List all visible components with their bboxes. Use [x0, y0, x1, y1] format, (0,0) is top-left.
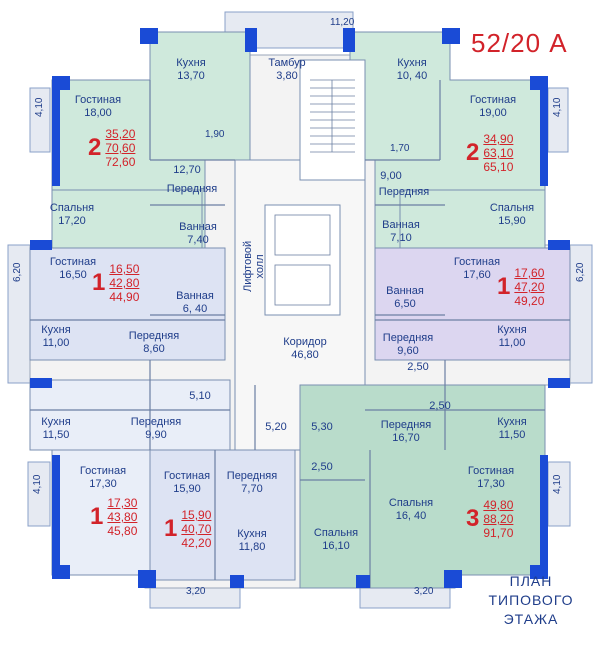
- lift-core: [264, 204, 341, 316]
- plan-title: ПЛАН ТИПОВОГО ЭТАЖА: [476, 572, 586, 629]
- lift-hall-line: Лифтовой: [242, 240, 254, 292]
- exterior-walls: [30, 28, 570, 588]
- plan-title-line: ПЛАН: [509, 573, 553, 589]
- room-label: 12,70: [173, 164, 201, 176]
- balcony-area: 11,20: [330, 17, 355, 28]
- room-label: 2,50: [407, 361, 429, 373]
- balcony-area: 1,90: [205, 129, 225, 140]
- plan-title-line: ТИПОВОГО: [488, 592, 574, 608]
- balcony-area: 4,10: [552, 97, 563, 117]
- balcony-se: [547, 461, 571, 527]
- balcony-area: 3,20: [186, 586, 206, 597]
- apt-e: [374, 247, 571, 361]
- balcony-area: 6,20: [12, 262, 23, 282]
- room-label: Передняя: [378, 186, 430, 198]
- lift-hall-label: Лифтовой холл: [242, 241, 266, 292]
- room-label: 5,30: [311, 421, 333, 433]
- room-label: 9,00: [380, 170, 402, 182]
- balcony-area: 6,20: [575, 262, 586, 282]
- balcony-area: 4,10: [32, 474, 43, 494]
- apt-sw-upper: [29, 379, 231, 451]
- balcony-nw: [29, 87, 51, 153]
- lift-hall-line: холл: [254, 254, 266, 279]
- room-label: 2,50: [429, 400, 451, 412]
- room-label: Передняя: [166, 183, 218, 195]
- plan-title-line: ЭТАЖА: [503, 611, 559, 627]
- room-label: 5,20: [265, 421, 287, 433]
- apt-w: [29, 247, 226, 361]
- balcony-area: 4,10: [552, 474, 563, 494]
- apt-s: [149, 449, 296, 581]
- balcony-area: 1,70: [390, 143, 410, 154]
- building-code: 52/20 А: [471, 28, 568, 58]
- balcony-sw: [27, 461, 51, 527]
- bedroom-nw: [51, 189, 203, 249]
- balcony-area: 4,10: [34, 97, 45, 117]
- balcony-area: 3,20: [414, 586, 434, 597]
- room-label: 5,10: [189, 390, 211, 402]
- room-label: 2,50: [311, 461, 333, 473]
